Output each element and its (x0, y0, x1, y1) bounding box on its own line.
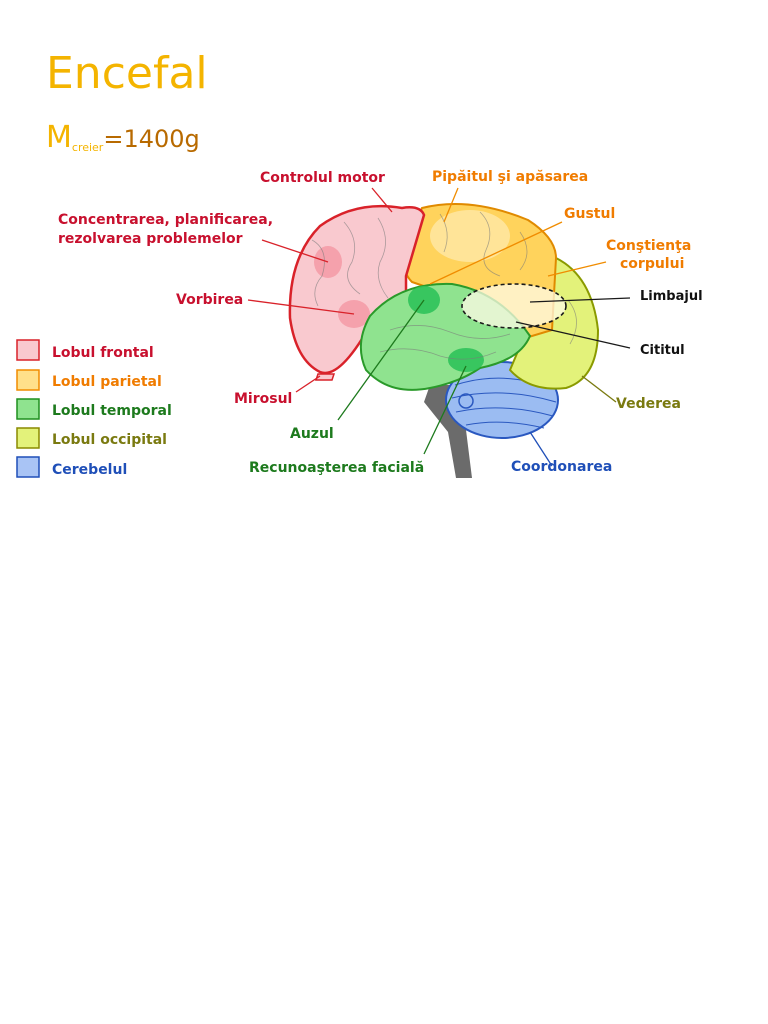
legend-swatch-occipital (16, 427, 40, 449)
label-concentration-line1: Concentrarea, planificarea, (58, 212, 273, 228)
language-reading-area (461, 283, 567, 329)
page-title: Encefal (46, 48, 208, 99)
legend-swatch-temporal (16, 398, 40, 420)
label-vision: Vederea (616, 396, 681, 412)
mass-symbol: M (46, 120, 72, 155)
legend-label-parietal: Lobul parietal (52, 374, 162, 390)
legend: Lobul frontal Lobul parietal Lobul tempo… (16, 339, 172, 478)
brain-mass-formula: Mcreier=1400g (46, 118, 200, 168)
legend-label-cerebellum: Cerebelul (52, 462, 127, 478)
legend-label-frontal: Lobul frontal (52, 345, 154, 361)
label-facial-recognition: Recunoaşterea facială (249, 460, 424, 476)
label-motor-control: Controlul motor (260, 170, 385, 186)
mass-value: =1400g (103, 125, 200, 153)
legend-swatch-cerebellum (16, 456, 40, 478)
label-coordination: Coordonarea (511, 459, 612, 475)
legend-swatch-frontal (16, 339, 40, 361)
legend-label-occipital: Lobul occipital (52, 432, 167, 448)
label-touch-pressure: Pipăitul şi apăsarea (432, 169, 588, 185)
label-taste: Gustul (564, 206, 615, 222)
label-speech: Vorbirea (176, 292, 243, 308)
occipital-lobe (508, 256, 600, 390)
label-smell: Mirosul (234, 391, 292, 407)
leader-lines (247, 187, 631, 467)
label-hearing: Auzul (290, 426, 334, 442)
legend-label-temporal: Lobul temporal (52, 403, 172, 419)
label-concentration-line2: rezolvarea problemelor (58, 231, 243, 247)
label-body-awareness-line2: corpului (620, 256, 684, 272)
brain-gyri (311, 211, 577, 360)
legend-swatch-parietal (16, 369, 40, 391)
label-reading: Cititul (640, 343, 685, 358)
mass-subscript: creier (71, 141, 104, 154)
label-language: Limbajul (640, 289, 703, 304)
label-body-awareness-line1: Conştienţa (606, 238, 691, 254)
